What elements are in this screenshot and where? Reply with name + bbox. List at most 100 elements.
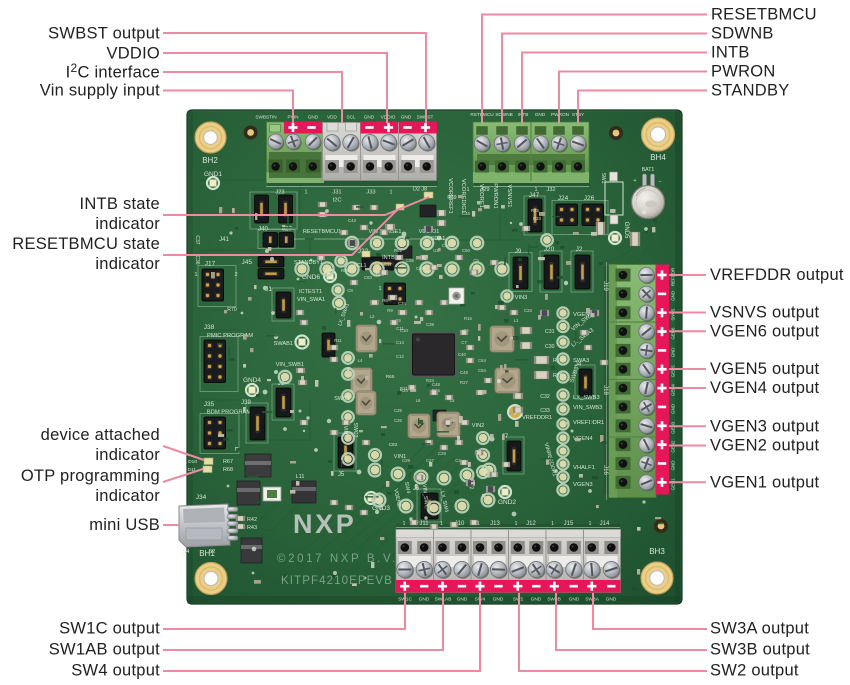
svg-text:C2: C2 [455,458,461,463]
svg-text:VGEN5 output: VGEN5 output [710,360,820,378]
svg-text:SW4: SW4 [403,481,411,494]
svg-text:C46: C46 [462,211,470,216]
svg-text:VDDIO: VDDIO [106,45,160,63]
svg-text:VCOREDIG1: VCOREDIG1 [460,179,466,213]
svg-text:C10: C10 [400,328,408,333]
svg-text:C11: C11 [396,326,404,331]
svg-text:BAT1: BAT1 [642,167,655,173]
svg-text:KITPF4210EPEVB: KITPF4210EPEVB [281,575,393,587]
svg-text:J3: J3 [278,380,285,387]
svg-text:J33: J33 [366,190,375,196]
svg-text:C7: C7 [461,340,467,345]
svg-text:C64: C64 [478,358,486,363]
svg-text:R69: R69 [447,195,456,201]
svg-text:J16: J16 [602,465,608,475]
svg-text:SW2 output: SW2 output [710,662,799,680]
svg-text:J2: J2 [576,246,583,253]
svg-text:1: 1 [467,187,470,193]
svg-text:GND: GND [671,404,676,414]
svg-text:SNVS: SNVS [671,309,676,321]
svg-text:C34: C34 [398,301,406,306]
svg-text:GND5: GND5 [623,222,629,239]
svg-text:C12: C12 [396,354,404,359]
svg-text:J47: J47 [529,192,540,199]
svg-text:J24: J24 [558,195,569,202]
svg-text:GND6: GND6 [302,274,320,281]
svg-text:R17: R17 [553,358,563,364]
svg-text:VDDIO: VDDIO [381,115,396,120]
svg-text:GND: GND [308,115,319,120]
svg-text:VIN3: VIN3 [515,295,527,301]
svg-text:indicator: indicator [95,255,160,273]
svg-text:R42: R42 [247,517,257,523]
svg-text:C5: C5 [473,258,479,263]
svg-text:device attached: device attached [41,426,160,444]
svg-text:VIN_SWA1: VIN_SWA1 [297,297,325,303]
svg-text:indicator: indicator [95,446,160,464]
svg-text:J19: J19 [602,281,608,291]
svg-text:VCORE1: VCORE1 [478,184,484,208]
svg-text:C19: C19 [442,243,450,248]
svg-text:R21: R21 [400,386,408,391]
svg-text:©2017 NXP B.V.: ©2017 NXP B.V. [277,553,398,565]
svg-text:STANDBY: STANDBY [711,82,789,100]
svg-text:GEN5: GEN5 [671,365,676,378]
svg-text:C31: C31 [545,329,555,335]
svg-text:+: + [633,178,636,184]
svg-text:RESETBMCU state: RESETBMCU state [12,235,160,253]
svg-text:R43: R43 [247,525,257,531]
svg-text:R11: R11 [334,338,342,343]
svg-text:I2C: I2C [332,198,341,204]
svg-text:L11: L11 [296,474,305,480]
svg-text:RESETBMCU: RESETBMCU [711,6,817,24]
svg-text:SWB3: SWB3 [569,366,580,383]
svg-text:J26: J26 [584,195,595,202]
svg-text:C29: C29 [402,458,410,463]
svg-text:GND: GND [606,597,617,603]
svg-text:1: 1 [551,521,554,527]
svg-text:LX_SW4: LX_SW4 [439,491,449,513]
svg-text:C39: C39 [426,322,434,327]
svg-text:C37: C37 [194,235,200,244]
svg-text:L2: L2 [370,314,375,319]
svg-text:GND: GND [364,115,375,120]
svg-text:S2: S2 [209,549,216,555]
svg-text:PWRON1: PWRON1 [492,183,498,208]
svg-text:R16: R16 [464,316,472,321]
svg-text:1: 1 [535,187,538,193]
svg-text:−: − [658,179,661,185]
svg-text:R20: R20 [400,388,408,393]
svg-text:R6: R6 [382,298,388,303]
svg-text:C23: C23 [524,308,532,313]
svg-text:indicator: indicator [95,215,160,233]
svg-text:C50: C50 [462,248,470,253]
svg-text:STANDBY1: STANDBY1 [294,260,323,266]
svg-text:GND: GND [569,597,580,603]
svg-text:GND: GND [493,597,504,603]
svg-text:I2C interface: I2C interface [66,61,160,82]
svg-text:D10: D10 [188,459,197,465]
svg-text:VIN_SWB1: VIN_SWB1 [276,362,304,368]
svg-text:J10: J10 [455,521,465,527]
svg-text:SWC2: SWC2 [352,423,358,438]
svg-text:R24: R24 [426,378,434,383]
svg-text:1: 1 [589,521,592,527]
svg-text:J35: J35 [204,401,215,408]
svg-text:C26: C26 [394,418,402,423]
svg-text:BH4: BH4 [650,153,666,162]
svg-text:SW3B output: SW3B output [710,641,810,659]
svg-text:1: 1 [390,190,393,196]
svg-text:VGEN2 output: VGEN2 output [710,437,820,455]
svg-text:GND: GND [671,291,676,301]
svg-text:J9: J9 [515,249,522,255]
svg-text:BDM PROGRAM: BDM PROGRAM [207,410,252,416]
svg-text:C49: C49 [460,370,468,375]
svg-text:VIN_SWB3: VIN_SWB3 [573,405,602,411]
svg-text:J1: J1 [265,286,272,293]
svg-text:L1: L1 [514,318,519,323]
svg-text:C40: C40 [458,352,466,357]
svg-text:S4: S4 [183,549,190,555]
svg-text:R70: R70 [227,307,237,313]
svg-text:OTP programming: OTP programming [21,467,160,485]
svg-text:VGEN1 output: VGEN1 output [710,473,820,491]
